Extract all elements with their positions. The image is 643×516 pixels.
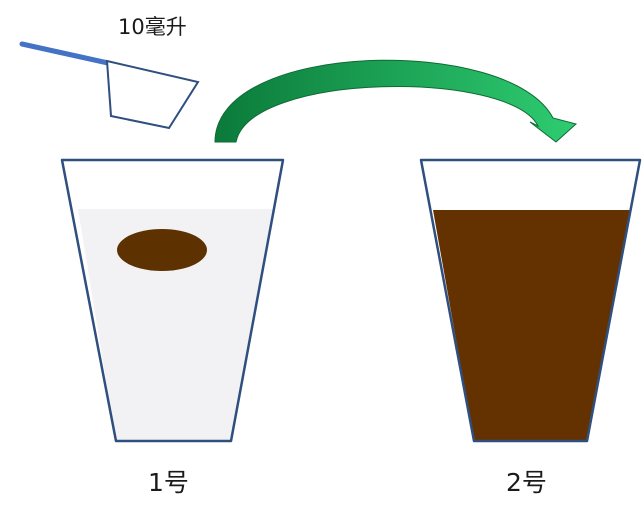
measuring-scoop [19,41,200,130]
cup-2 [419,158,642,443]
transfer-arrow [214,59,578,143]
cup-1-outline [60,158,285,443]
cup-2-label: 2号 [506,468,547,497]
scoop-cup [105,59,200,130]
cup-1-liquid [78,209,275,441]
scoop-volume-label: 10毫升 [118,15,187,39]
scoop-handle [19,41,111,66]
cup-1-brown-blob [117,229,207,271]
cup-2-outline [419,158,642,443]
cup-1 [60,158,285,443]
cup-2-liquid [433,210,630,441]
cup-1-label: 1号 [148,468,189,497]
